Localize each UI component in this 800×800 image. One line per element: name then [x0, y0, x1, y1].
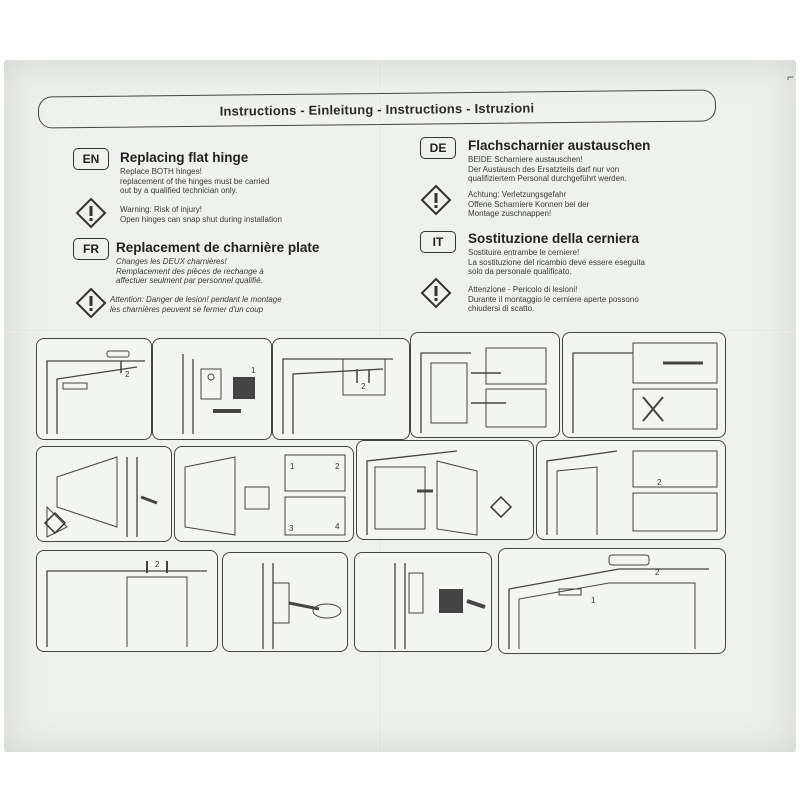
screwdriver-illustration — [572, 342, 718, 433]
step-panel-13: 2 1 — [498, 548, 726, 654]
step-panel-1: 2 — [36, 338, 152, 440]
step-panel-11 — [222, 552, 348, 652]
hinge-removal-illustration: 2 — [46, 350, 145, 434]
warning-it: Attenzione - Pericolo di lesioni! Durant… — [468, 285, 639, 313]
step-number: 3 — [289, 524, 294, 533]
body-fr: Changes les DEUX charnières! Remplacemen… — [116, 257, 264, 285]
body-it: Sostituire entrambe le cerniere! La sost… — [468, 248, 645, 276]
step-panel-2: 1 — [152, 338, 272, 440]
lang-code-it: IT — [420, 231, 456, 253]
warning-fr: Attention: Danger de lesion! pendant le … — [110, 295, 282, 314]
lang-code-de: DE — [420, 137, 456, 159]
heading-it: Sostituzione della cerniera — [468, 231, 640, 246]
step-number: 2 — [155, 560, 160, 569]
heading-fr: Replacement de charnière plate — [116, 240, 320, 255]
warning-de: Achtung: Verletzungsgefahr Offene Scharn… — [468, 190, 590, 218]
warning-diamond-icon — [420, 184, 452, 216]
hinge-detach-illustration: 2 — [282, 358, 393, 434]
heading-de: Flachscharnier austauschen — [468, 138, 651, 153]
step-panel-6 — [36, 446, 172, 542]
step-panel-8 — [356, 440, 534, 540]
hinge-cover-final-illustration: 2 1 — [508, 554, 709, 649]
step-panel-5 — [562, 332, 726, 438]
step-number: 2 — [125, 370, 130, 379]
step-panel-7: 1 2 3 4 — [174, 446, 354, 542]
hinge-fit-illustration: 2 — [546, 450, 718, 535]
warning-diamond-icon — [420, 277, 452, 309]
step-number: 4 — [335, 522, 340, 531]
step-number: 2 — [655, 568, 660, 577]
body-de: BEIDE Scharniere austauschen! Der Austau… — [468, 155, 627, 183]
warning-en: Warning: Risk of injury! Open hinges can… — [120, 205, 282, 224]
screwdriver-tighten-illustration — [262, 563, 342, 649]
step-panel-4 — [410, 332, 560, 438]
step-number: 1 — [290, 462, 295, 471]
door-remove-illustration — [366, 450, 513, 536]
lang-code-en: EN — [73, 148, 109, 170]
step-panel-9: 2 — [536, 440, 726, 540]
cover-refit-illustration — [394, 563, 486, 649]
lang-code-fr: FR — [73, 238, 109, 260]
door-open-illustration — [43, 456, 158, 538]
warning-diamond-icon — [75, 197, 107, 229]
step-number: 2 — [361, 382, 366, 391]
sheet-corner-mark: ⌐ — [786, 70, 794, 84]
fold-line-horizontal — [6, 330, 794, 332]
warning-diamond-icon — [75, 287, 107, 319]
hinge-assembly-illustration: 1 2 3 4 — [184, 454, 346, 536]
step-number: 1 — [591, 596, 596, 605]
hinge-screws-illustration — [420, 347, 547, 433]
cover-removal-illustration: 1 — [182, 354, 256, 434]
step-panel-3: 2 — [272, 338, 410, 440]
step-number: 2 — [335, 462, 340, 471]
body-en: Replace BOTH hinges! replacement of the … — [120, 167, 270, 195]
step-panel-12 — [354, 552, 492, 652]
heading-en: Replacing flat hinge — [120, 150, 249, 165]
step-number: 2 — [657, 478, 662, 487]
step-number: 1 — [251, 366, 256, 375]
step-panel-10: 2 — [36, 550, 218, 652]
hinge-fasten-illustration: 2 — [46, 560, 207, 647]
